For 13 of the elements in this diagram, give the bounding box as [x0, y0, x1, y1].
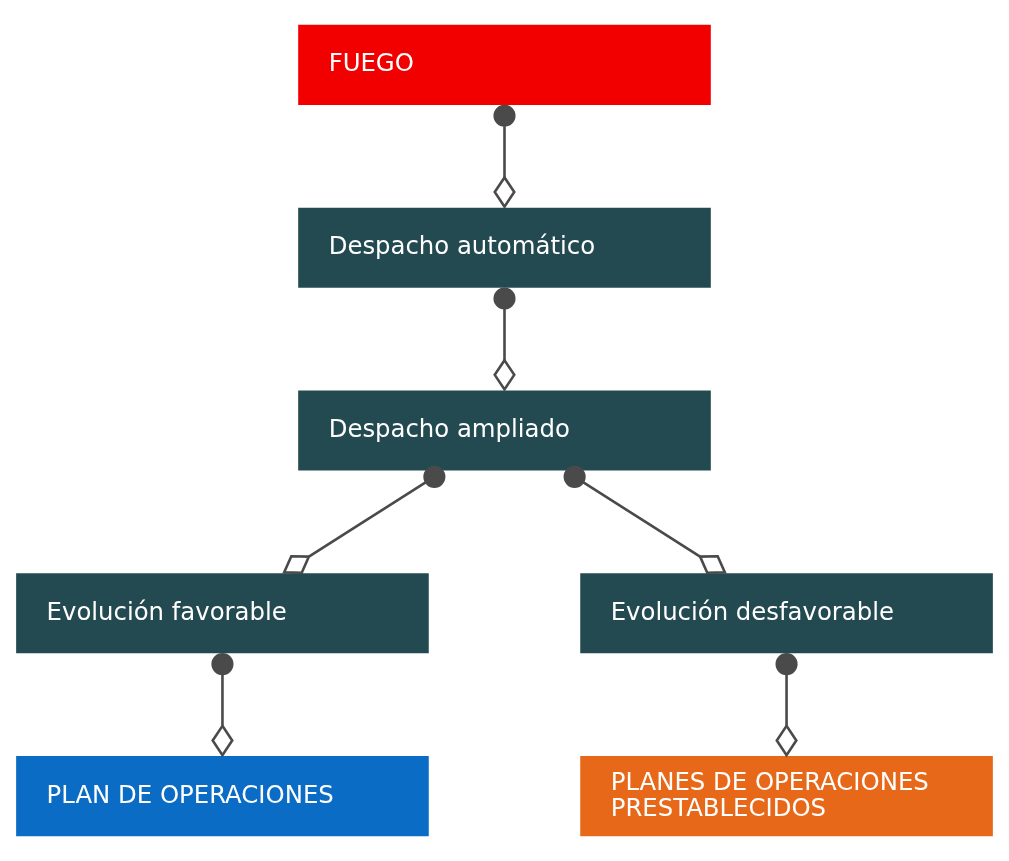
node-box: Despacho automático: [296, 205, 713, 290]
node-box: FUEGO: [296, 23, 713, 107]
connector: [563, 465, 727, 574]
node-box: Evolución desfavorable: [578, 571, 995, 656]
node-box: PLANES DE OPERACIONES PRESTABLECIDOS: [578, 754, 995, 838]
connector: [775, 653, 798, 758]
node-box: PLAN DE OPERACIONES: [14, 754, 431, 838]
connector: [493, 104, 516, 210]
connector: [282, 465, 446, 574]
node-box: Despacho ampliado: [296, 388, 713, 473]
node-box: Evolución favorable: [14, 571, 431, 656]
connector: [493, 287, 516, 392]
connector: [211, 653, 234, 758]
